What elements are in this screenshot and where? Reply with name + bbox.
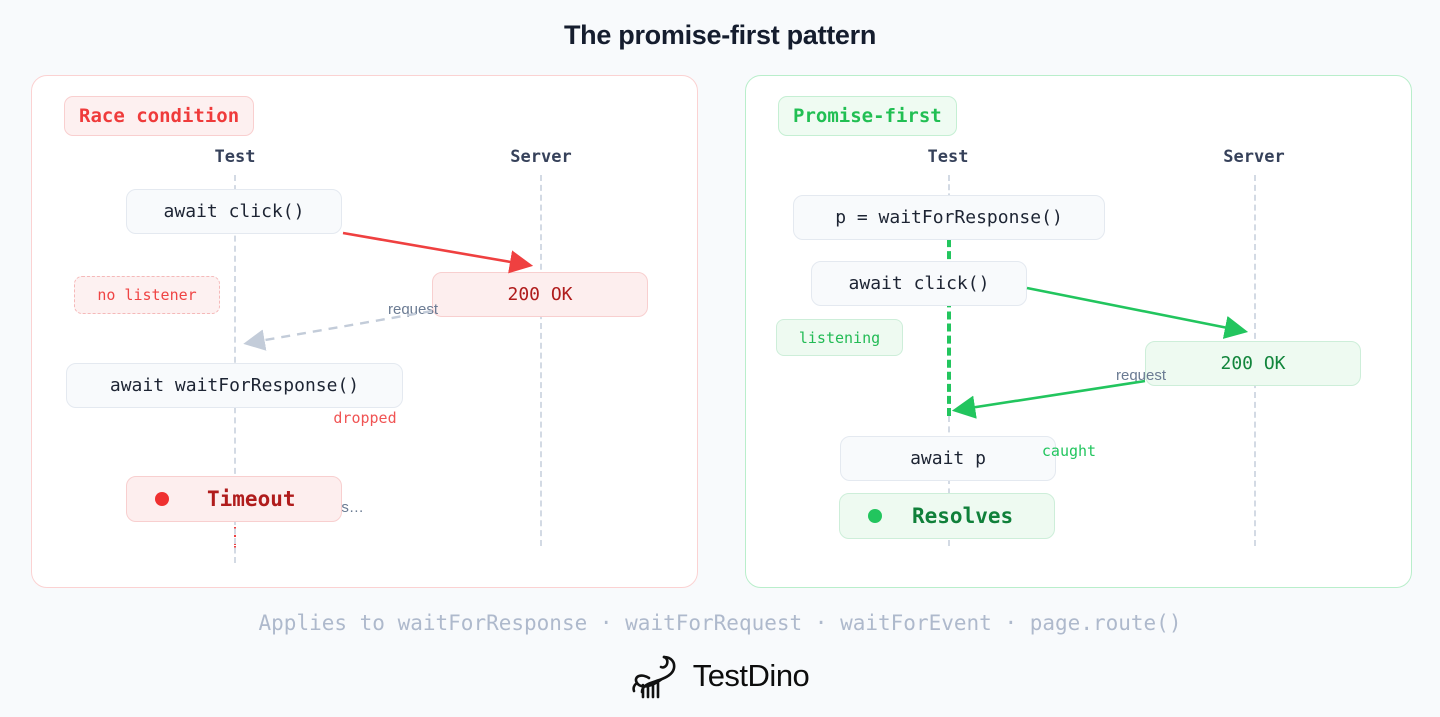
result-resolves-label: Resolves	[912, 504, 1014, 528]
lifeline-test-lower	[948, 416, 950, 546]
result-resolves: Resolves	[839, 493, 1055, 539]
lifeline-server	[540, 175, 542, 546]
column-label-test: Test	[927, 147, 969, 167]
edge-label-request: request	[1115, 367, 1167, 384]
edge-label-caught: caught	[1041, 442, 1097, 460]
node-await-p[interactable]: await p	[840, 436, 1056, 481]
panel-badge-promise-first: Promise-first	[778, 96, 957, 136]
tag-listening: listening	[776, 319, 903, 356]
status-dot-red	[155, 492, 169, 506]
result-timeout: Timeout	[126, 476, 342, 522]
column-label-test: Test	[214, 147, 256, 167]
node-await-waitforresponse[interactable]: await waitForResponse()	[66, 363, 403, 408]
brand: TestDino	[0, 652, 1440, 700]
column-label-server: Server	[1223, 147, 1285, 167]
node-assign-promise[interactable]: p = waitForResponse()	[793, 195, 1105, 240]
status-dot-green	[868, 509, 882, 523]
edge-label-dropped: dropped	[333, 409, 397, 427]
panel-race-condition: Race condition Test Server	[31, 75, 698, 588]
dinosaur-icon	[632, 655, 676, 699]
column-label-server: Server	[510, 147, 572, 167]
footnote: Applies to waitForResponse · waitForRequ…	[258, 611, 1182, 635]
node-response-200[interactable]: 200 OK	[432, 272, 648, 317]
lifeline-test-upper	[234, 175, 236, 484]
lifeline-test-lower	[234, 519, 236, 563]
page-title: The promise-first pattern	[563, 20, 877, 50]
panel-badge-race-condition: Race condition	[64, 96, 255, 136]
lifeline-test-active	[947, 227, 951, 416]
tag-no-listener: no listener	[74, 276, 220, 314]
node-response-200[interactable]: 200 OK	[1145, 341, 1361, 386]
edge-label-request: request	[387, 301, 439, 318]
result-timeout-label: Timeout	[207, 487, 296, 511]
node-await-click[interactable]: await click()	[126, 189, 342, 234]
brand-name: TestDino	[692, 658, 810, 693]
panel-promise-first: Promise-first Test Server p = waitForRes…	[745, 75, 1412, 588]
node-await-click[interactable]: await click()	[811, 261, 1027, 306]
